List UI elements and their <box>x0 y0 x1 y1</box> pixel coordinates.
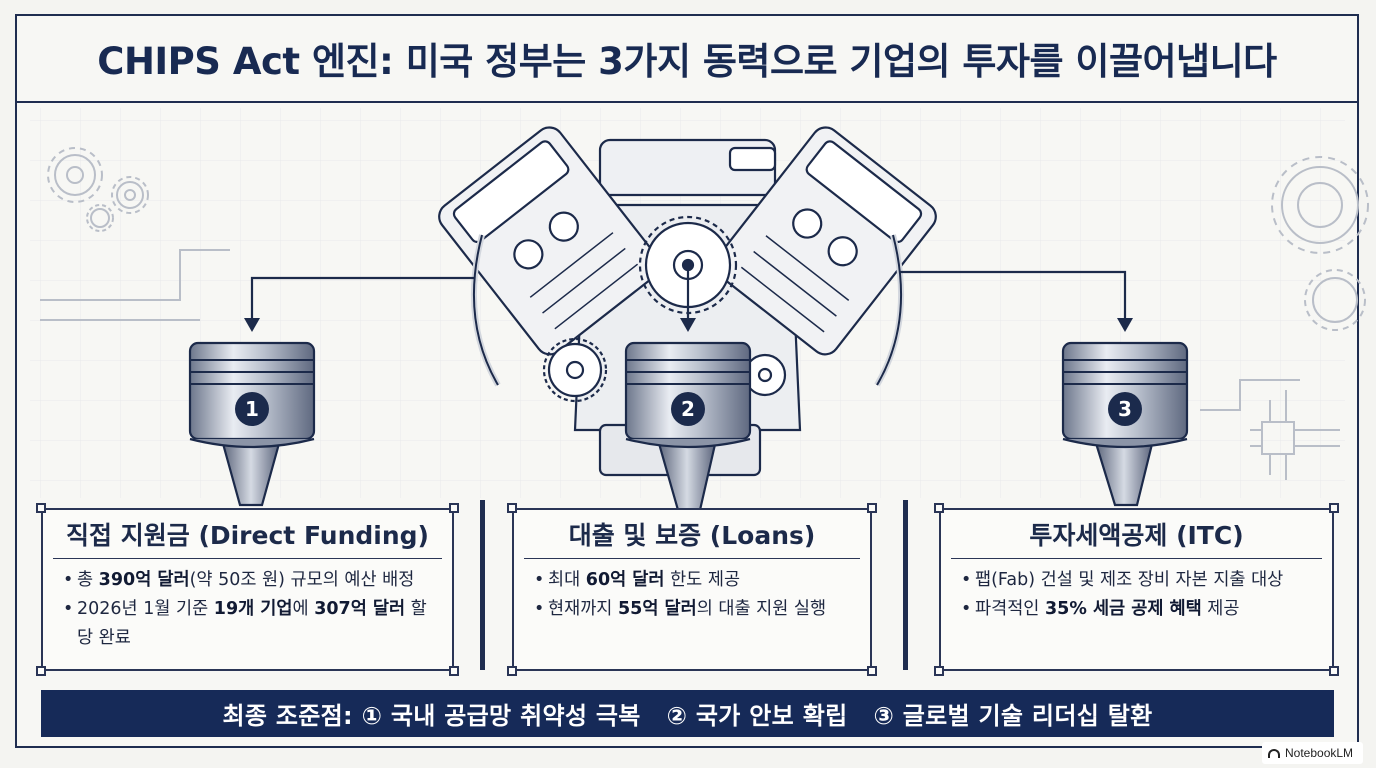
column-divider <box>903 500 908 670</box>
card-corner <box>1329 666 1339 676</box>
card-corner <box>507 666 517 676</box>
gear-decoration-right <box>1200 156 1369 480</box>
bullet-item: 현재까지 55억 달러의 대출 지원 실행 <box>532 595 860 624</box>
card-corner <box>934 666 944 676</box>
card-itc: 투자세액공제 (ITC) 팹(Fab) 건설 및 제조 장비 자본 지출 대상 … <box>934 503 1339 676</box>
card-title: 직접 지원금 (Direct Funding) <box>66 521 429 550</box>
bullet-list: 최대 60억 달러 한도 제공 현재까지 55억 달러의 대출 지원 실행 <box>532 566 860 624</box>
card-title: 투자세액공제 (ITC) <box>1029 521 1244 550</box>
card-corner <box>507 503 517 513</box>
page-title: CHIPS Act 엔진: 미국 정부는 3가지 동력으로 기업의 투자를 이끌… <box>97 39 1277 83</box>
card-corner <box>867 503 877 513</box>
bullet-list: 총 390억 달러(약 50조 원) 규모의 예산 배정 2026년 1월 기준… <box>61 566 442 653</box>
arrow-head-1 <box>244 318 260 332</box>
card-direct-funding: 직접 지원금 (Direct Funding) 총 390억 달러(약 50조 … <box>36 503 459 676</box>
card-corner <box>867 666 877 676</box>
card-corner <box>36 666 46 676</box>
bullet-item: 최대 60억 달러 한도 제공 <box>532 566 860 595</box>
notebooklm-badge: NotebookLM <box>1262 742 1364 764</box>
bullet-item: 2026년 1월 기준 19개 기업에 307억 달러 할당 완료 <box>61 595 442 653</box>
card-corner <box>449 503 459 513</box>
card-divider <box>524 558 860 559</box>
piston-number-2: 2 <box>671 392 705 426</box>
piston-2 <box>624 341 752 512</box>
column-divider <box>480 500 485 670</box>
gear-decoration-left <box>40 147 230 321</box>
card-corner <box>1329 503 1339 513</box>
flow-arrows <box>250 270 1127 322</box>
card-divider <box>951 558 1322 559</box>
bullet-item: 파격적인 35% 세금 공제 혜택 제공 <box>959 595 1322 624</box>
card-corner <box>449 666 459 676</box>
bullet-item: 팹(Fab) 건설 및 제조 장비 자본 지출 대상 <box>959 566 1322 595</box>
card-loans: 대출 및 보증 (Loans) 최대 60억 달러 한도 제공 현재까지 55억… <box>507 503 877 676</box>
arrow-head-3 <box>1117 318 1133 332</box>
card-title: 대출 및 보증 (Loans) <box>568 521 816 550</box>
bullet-list: 팹(Fab) 건설 및 제조 장비 자본 지출 대상 파격적인 35% 세금 공… <box>959 566 1322 624</box>
card-corner <box>934 503 944 513</box>
notebooklm-logo-icon <box>1268 748 1280 758</box>
title-bar: CHIPS Act 엔진: 미국 정부는 3가지 동력으로 기업의 투자를 이끌… <box>15 14 1359 103</box>
badge-label: NotebookLM <box>1285 746 1354 760</box>
piston-number-3: 3 <box>1108 392 1142 426</box>
piston-3 <box>1061 341 1189 507</box>
piston-number-1: 1 <box>235 392 269 426</box>
bullet-item: 총 390억 달러(약 50조 원) 규모의 예산 배정 <box>61 566 442 595</box>
footer-text: 최종 조준점: ① 국내 공급망 취약성 극복 ② 국가 안보 확립 ③ 글로벌… <box>222 702 1153 730</box>
card-corner <box>36 503 46 513</box>
footer-banner: 최종 조준점: ① 국내 공급망 취약성 극복 ② 국가 안보 확립 ③ 글로벌… <box>41 690 1334 737</box>
arrow-head-2 <box>680 318 696 332</box>
card-divider <box>53 558 442 559</box>
piston-1 <box>188 341 316 507</box>
